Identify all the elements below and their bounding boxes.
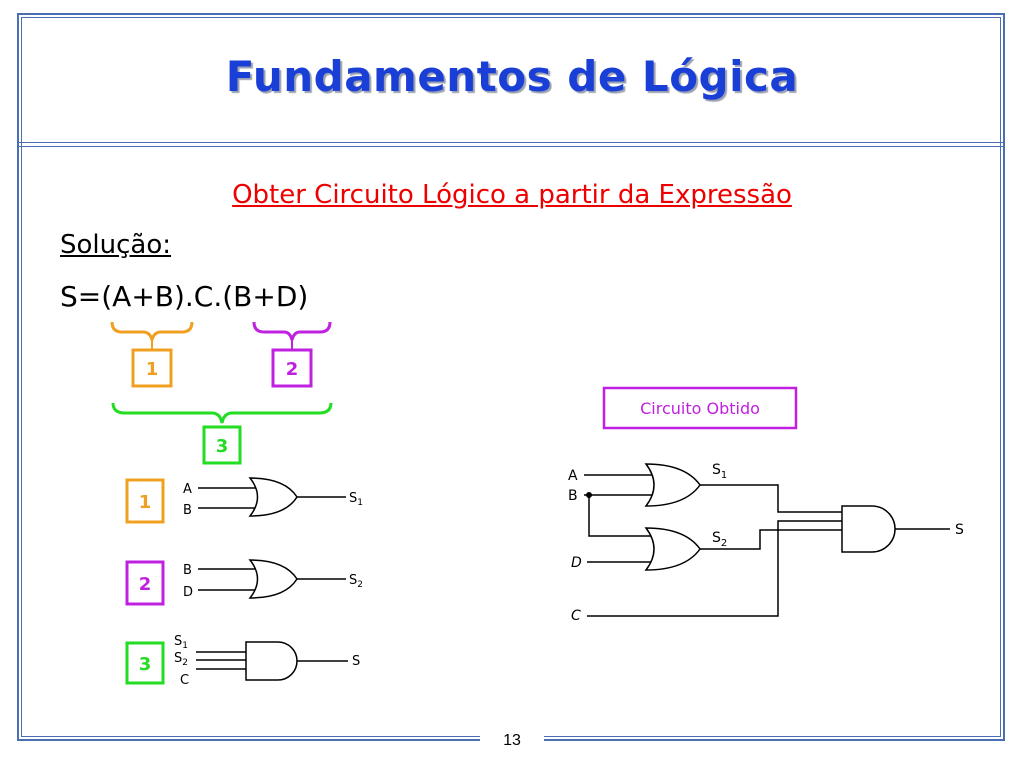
circuit-wire-s2 bbox=[700, 529, 842, 550]
page-number: 13 bbox=[480, 732, 544, 750]
step1-input-b: B bbox=[183, 503, 192, 518]
brace-box-3 bbox=[202, 425, 242, 465]
step2-input-b: B bbox=[183, 563, 192, 578]
circuit-input-a: A bbox=[568, 468, 578, 484]
circuit-or-gate-1 bbox=[644, 463, 701, 507]
step3-output-label: S bbox=[352, 654, 360, 669]
brace-box-2-label: 2 bbox=[286, 359, 299, 380]
step3-input-s2: S2 bbox=[174, 651, 188, 668]
circuit-label-box bbox=[602, 386, 798, 430]
step1-input-a: A bbox=[183, 482, 192, 497]
slide-title: Fundamentos de Lógica bbox=[225, 52, 799, 101]
step1-or-gate bbox=[248, 477, 298, 517]
step2-input-d: D bbox=[183, 585, 193, 600]
step2-or-gate bbox=[248, 559, 298, 599]
circuit-wire-b-branch bbox=[588, 495, 658, 537]
circuit-input-c: C bbox=[571, 608, 581, 624]
boolean-expression: S=(A+B).C.(B+D) bbox=[60, 280, 309, 313]
step-box-2-label: 2 bbox=[139, 574, 152, 595]
circuit-wire-s1 bbox=[700, 484, 842, 513]
step2-output-label: S2 bbox=[349, 573, 363, 590]
brace-1 bbox=[110, 321, 194, 341]
step-box-3 bbox=[125, 641, 165, 685]
step3-input-s1: S1 bbox=[174, 634, 188, 651]
circuit-s2-label: S2 bbox=[712, 530, 727, 549]
circuit-and-gate bbox=[841, 505, 896, 553]
solution-label: Solução: bbox=[60, 230, 172, 260]
circuit-input-b: B bbox=[568, 488, 578, 504]
brace-3 bbox=[111, 402, 333, 424]
circuit-s1-label: S1 bbox=[712, 462, 727, 481]
step-box-1-label: 1 bbox=[139, 492, 152, 513]
brace-box-2 bbox=[271, 348, 313, 388]
circuit-wire-c bbox=[587, 520, 842, 617]
circuit-or-gate-2 bbox=[644, 527, 701, 571]
step3-and-gate bbox=[245, 641, 298, 681]
step1-output-label: S1 bbox=[349, 491, 363, 508]
slide-subtitle: Obter Circuito Lógico a partir da Expres… bbox=[232, 180, 792, 210]
step-box-3-label: 3 bbox=[139, 654, 152, 675]
step3-input-c: C bbox=[180, 673, 189, 688]
brace-box-3-label: 3 bbox=[216, 436, 229, 457]
circuit-output-label: S bbox=[955, 522, 964, 538]
step-box-2 bbox=[125, 560, 165, 606]
circuit-input-d: D bbox=[571, 555, 582, 571]
step-box-1 bbox=[125, 478, 165, 524]
title-divider-top bbox=[17, 142, 1005, 143]
brace-box-1-label: 1 bbox=[146, 359, 159, 380]
circuit-label: Circuito Obtido bbox=[640, 399, 760, 418]
brace-2 bbox=[252, 321, 332, 341]
title-divider-bottom bbox=[17, 146, 1005, 147]
brace-box-1 bbox=[131, 348, 173, 388]
